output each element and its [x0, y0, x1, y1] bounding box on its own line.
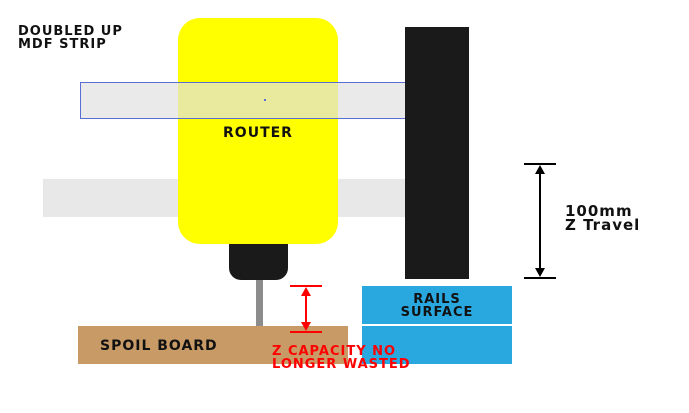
z-capacity-arrow: [290, 285, 322, 333]
spoil-board-label: SPOIL BOARD: [100, 338, 218, 354]
rails-surface-label: RAILS SURFACE: [400, 292, 474, 320]
router-collet: [229, 244, 288, 280]
z-travel-arrow: [524, 163, 556, 279]
rails-block-top: [362, 286, 512, 324]
selection-center-marker: [264, 99, 266, 101]
mdf-strip-label: DOUBLED UP MDF STRIP: [18, 24, 123, 52]
rails-block-bottom: [362, 326, 512, 364]
router-label: ROUTER: [223, 125, 293, 141]
z-capacity-label: Z CAPACITY NO LONGER WASTED: [272, 344, 411, 372]
gantry-post: [405, 27, 469, 279]
z-travel-label: 100mm Z Travel: [565, 202, 641, 234]
router-bit: [256, 280, 263, 335]
router-body: [178, 18, 338, 244]
